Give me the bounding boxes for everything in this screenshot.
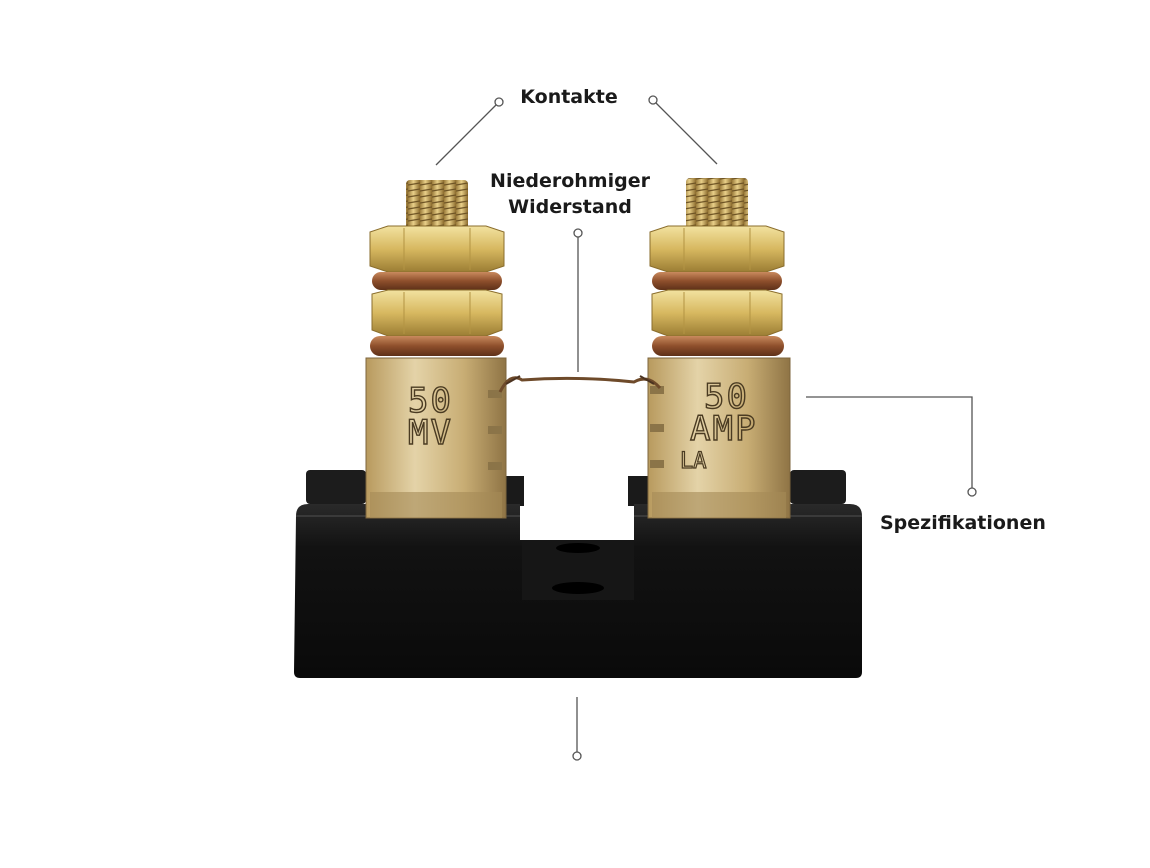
right-stud-thread bbox=[686, 178, 748, 230]
leader-lines bbox=[435, 95, 977, 761]
specifications-leader-dot bbox=[967, 487, 977, 497]
resistor-label: Niederohmiger Widerstand bbox=[470, 168, 670, 220]
left-lower-washer bbox=[370, 336, 504, 356]
right-lower-nut bbox=[651, 289, 783, 337]
right-top-nut bbox=[649, 225, 785, 273]
contacts-leader-left-dot bbox=[494, 97, 504, 107]
resistor-label-line1: Niederohmiger bbox=[490, 170, 650, 192]
right-lower-washer bbox=[652, 336, 784, 356]
contacts-leader-right bbox=[654, 101, 718, 165]
mounting-hole-top bbox=[556, 543, 600, 553]
left-terminal: 50 MV bbox=[365, 180, 507, 519]
right-terminal: 50 AMP LA bbox=[647, 178, 791, 519]
contacts-leader-right-dot bbox=[648, 95, 658, 105]
specifications-leader bbox=[806, 396, 973, 489]
left-top-nut bbox=[369, 225, 505, 273]
insulating-base bbox=[294, 470, 862, 678]
resistor-label-line2: Widerstand bbox=[508, 196, 632, 218]
contacts-label: Kontakte bbox=[520, 86, 618, 108]
left-lower-nut bbox=[371, 289, 503, 337]
left-contact-block bbox=[365, 357, 507, 519]
left-stud-thread bbox=[406, 180, 468, 230]
base-leader-dot bbox=[572, 751, 582, 761]
right-marking-line1: 50 bbox=[704, 377, 749, 417]
left-upper-washer bbox=[372, 272, 502, 290]
left-marking-line2: MV bbox=[408, 413, 453, 453]
right-marking-line2: AMP bbox=[690, 409, 757, 449]
contacts-leader-left bbox=[435, 103, 498, 166]
mounting-hole-bottom bbox=[552, 582, 604, 594]
right-contact-block bbox=[647, 357, 791, 519]
resistor-leader-dot bbox=[573, 228, 583, 238]
specifications-label: Spezifikationen bbox=[880, 512, 1046, 534]
right-marking-line3: LA bbox=[680, 449, 707, 474]
left-marking-line1: 50 bbox=[408, 381, 453, 421]
resistor-wire bbox=[498, 375, 662, 393]
right-upper-washer bbox=[652, 272, 782, 290]
